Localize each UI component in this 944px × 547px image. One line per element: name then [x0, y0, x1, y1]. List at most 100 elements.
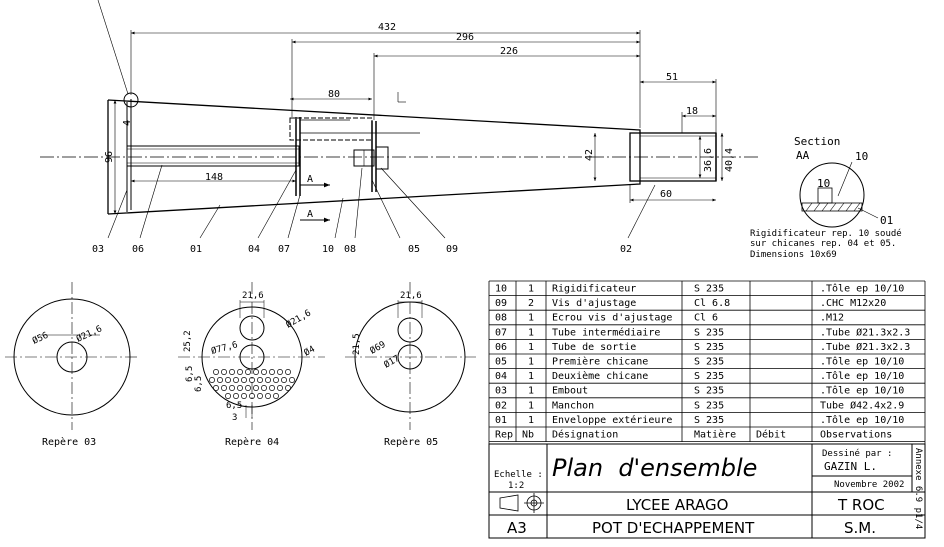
bom-cell-nb: 1 [528, 327, 534, 338]
callout-labels: 03 06 01 04 07 10 08 05 09 02 [92, 244, 632, 255]
title-block-text: Echelle : 1:2 Plan d'ensemble Dessiné pa… [494, 448, 923, 537]
section-dim-10a: 10 [855, 150, 868, 163]
callout-10: 10 [322, 244, 334, 255]
bom-cell-nb: 2 [528, 298, 534, 309]
callout-08: 08 [344, 244, 356, 255]
callout-02: 02 [620, 244, 632, 255]
repere-05-d69: Ø69 [368, 339, 388, 357]
view-repere-05-labels: 21,6 21,5 Ø69 Ø17 Repère 05 [352, 291, 438, 448]
bom-cell-obs: .Tôle ep 10/10 [820, 356, 904, 368]
section-circle [799, 162, 865, 228]
section-note-3: Dimensions 10x69 [750, 250, 837, 260]
dim-296: 296 [456, 32, 474, 43]
bom-cell-obs: .Tôle ep 10/10 [820, 283, 904, 295]
callout-04: 04 [248, 244, 260, 255]
bom-cell-matiere: S 235 [694, 371, 724, 382]
main-view-labels: 432 296 226 80 51 18 96 148 42 36,6 40,4… [104, 22, 735, 220]
bom-cell-nb: 1 [528, 400, 534, 411]
date: Novembre 2002 [834, 480, 904, 490]
dim-4: 4 [122, 120, 133, 126]
bom-cell-rep: 06 [495, 342, 507, 353]
bom-cell-rep: 05 [495, 357, 507, 368]
bom-cell-designation: Ecrou vis d'ajustage [552, 313, 672, 324]
main-view [40, 92, 760, 223]
bom-header-matiere: Matière [694, 429, 736, 441]
bom-cell-designation: Tube de sortie [552, 342, 636, 353]
author: GAZIN L. [824, 460, 877, 473]
repere-04-d776: Ø77,6 [210, 339, 239, 357]
tube-de-sortie [126, 145, 300, 167]
discipline: S.M. [844, 519, 876, 537]
echelle-label: Echelle : [494, 470, 543, 480]
title-block-logo [499, 493, 544, 513]
bom-cell-matiere: S 235 [694, 284, 724, 295]
repere-05-d216: 21,6 [400, 291, 422, 301]
bom-cell-nb: 1 [528, 415, 534, 426]
bom-cell-designation: Manchon [552, 400, 594, 411]
dim-40-4: 40,4 [724, 148, 735, 172]
annexe: Annexe 6.9 p1/4 [913, 448, 923, 529]
bom-cell-designation: Embout [552, 386, 588, 397]
tube-intermediaire [289, 117, 373, 141]
bom-cell-rep: 04 [495, 371, 507, 382]
repere-04-d4: Ø4 [302, 344, 317, 359]
bom-cell-designation: Enveloppe extérieure [552, 414, 672, 426]
callout-01: 01 [190, 244, 202, 255]
dessine-label: Dessiné par : [822, 448, 892, 459]
section-aa: Section AA 10 10 01 Rigidificateur rep. … [750, 135, 902, 260]
bom-header-nb: Nb [522, 430, 534, 441]
dim-36-6: 36,6 [703, 148, 714, 172]
section-note-1: Rigidificateur rep. 10 soudé [750, 228, 902, 239]
section-hatch-lines [805, 202, 861, 212]
dim-148: 148 [205, 172, 223, 183]
bom-cell-obs: .Tube Ø21.3x2.3 [820, 341, 910, 353]
repere-04-d65c: 6,5 [226, 401, 242, 411]
bom-cell-rep: 10 [495, 284, 507, 295]
view-repere-05 [345, 282, 476, 430]
section-title: Section [794, 135, 840, 148]
bom-cell-nb: 1 [528, 313, 534, 324]
bom-cell-designation: Deuxième chicane [552, 370, 648, 382]
repere-04-d216top: 21,6 [242, 291, 264, 301]
section-sub: AA [796, 149, 810, 162]
bom-cell-matiere: S 235 [694, 327, 724, 338]
bom-cell-nb: 1 [528, 357, 534, 368]
view-repere-03 [5, 282, 140, 430]
bom-cell-designation: Tube intermédiaire [552, 326, 660, 338]
bom-cell-matiere: Cl 6 [694, 313, 718, 324]
bom-cell-designation: Rigidificateur [552, 284, 636, 295]
bom-cell-designation: Première chicane [552, 356, 648, 368]
dim-51: 51 [666, 72, 678, 83]
section-rigid [817, 187, 833, 204]
bom-cell-nb: 1 [528, 371, 534, 382]
bom-header-designation: Désignation [552, 429, 618, 441]
bom-header-obs: Observations [820, 430, 892, 441]
bom-cell-nb: 1 [528, 342, 534, 353]
view-repere-04 [178, 282, 325, 430]
ecrou [375, 146, 389, 170]
repere-05-d215: 21,5 [352, 333, 362, 355]
bom-cell-rep: 07 [495, 327, 507, 338]
view-repere-04-labels: 21,6 Ø21,6 25,2 Ø77,6 Ø4 6,5 6,5 6,5 3 R… [183, 291, 317, 448]
bom-header-rep: Rep [495, 430, 513, 441]
class-name: T ROC [837, 496, 885, 514]
bom-cell-obs: .Tôle ep 10/10 [820, 414, 904, 426]
repere-03-label: Repère 03 [42, 436, 96, 448]
view-repere-03-labels: Ø56 Ø21,6 Repère 03 [31, 323, 104, 448]
bom-cell-matiere: Cl 6.8 [694, 298, 730, 309]
bom-cell-matiere: S 235 [694, 400, 724, 411]
dim-226: 226 [500, 46, 518, 57]
section-leader-01 [857, 207, 879, 219]
bom-cell-obs: .Tube Ø21.3x2.3 [820, 326, 910, 338]
bom-cell-obs: .CHC M12x20 [820, 298, 886, 309]
bom-cell-obs: .Tôle ep 10/10 [820, 385, 904, 397]
bom-cell-rep: 08 [495, 313, 507, 324]
section-ref-01: 01 [880, 214, 893, 227]
bom-cell-rep: 03 [495, 386, 507, 397]
section-dim-10b: 10 [817, 177, 830, 190]
echelle-value: 1:2 [508, 481, 524, 491]
repere-04-d3: 3 [232, 413, 237, 423]
repere-03-d216: Ø21,6 [75, 323, 104, 344]
bom-cell-matiere: S 235 [694, 415, 724, 426]
format: A3 [507, 519, 527, 537]
